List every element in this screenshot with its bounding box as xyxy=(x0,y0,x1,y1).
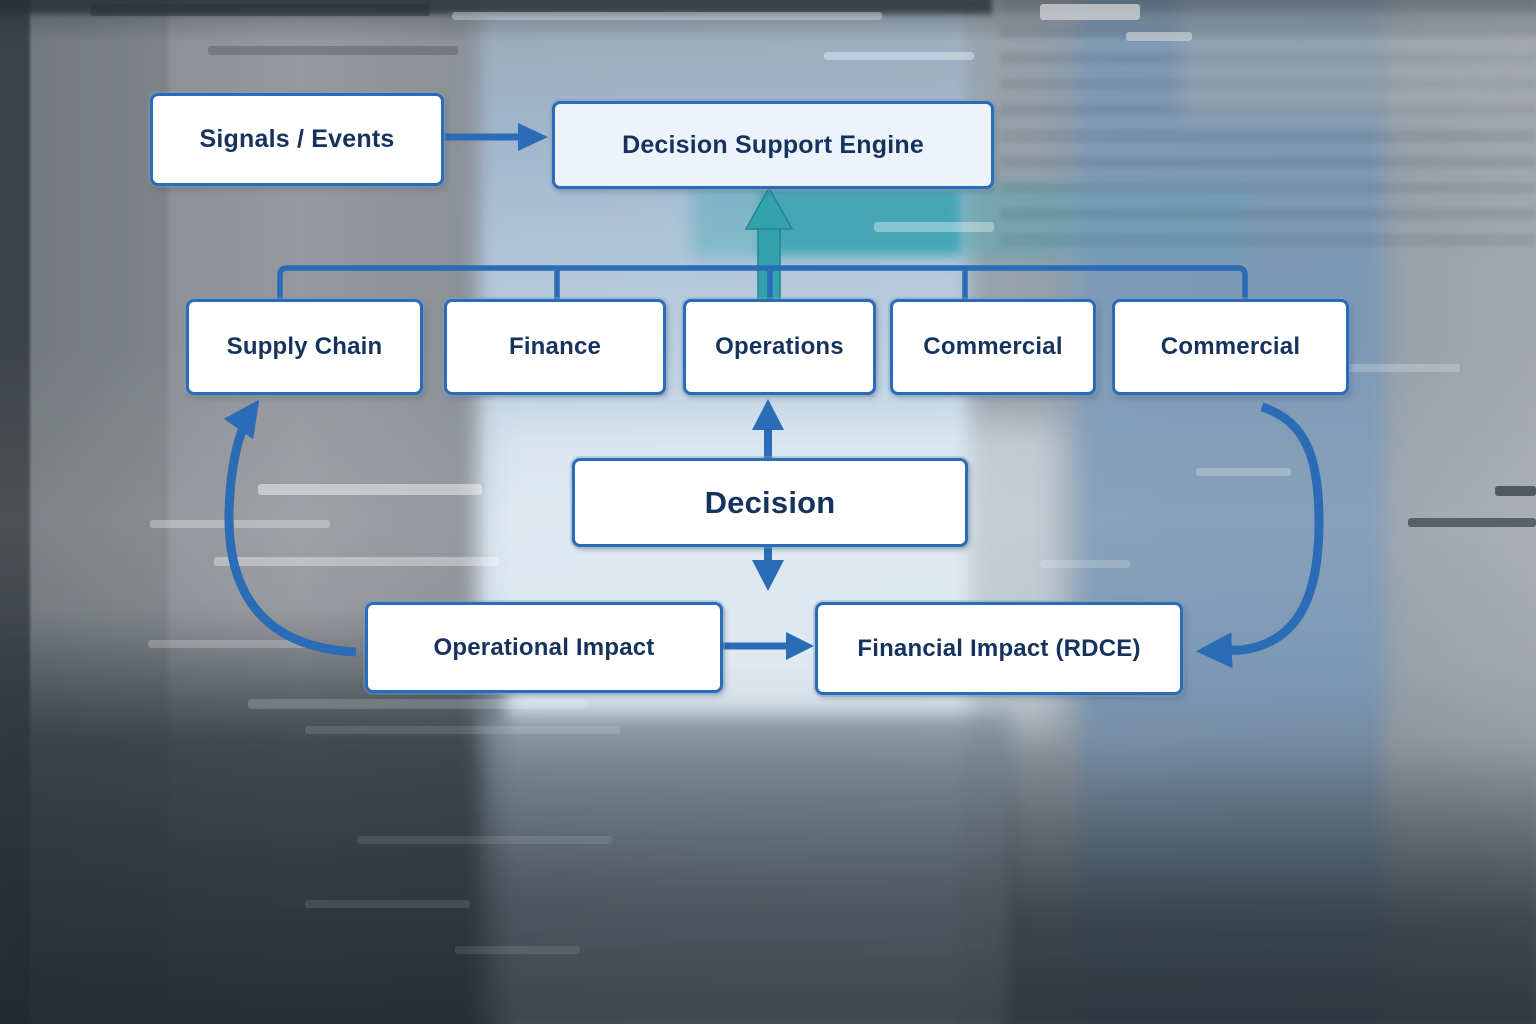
decision-support-engine-label: Decision Support Engine xyxy=(622,130,924,159)
operations-label: Operations xyxy=(715,333,844,360)
operations-node: Operations xyxy=(683,299,876,395)
signals-events-label: Signals / Events xyxy=(199,125,395,153)
supply-chain-node: Supply Chain xyxy=(186,299,423,395)
decision-support-engine-node: Decision Support Engine xyxy=(552,101,994,189)
decision-label: Decision xyxy=(704,484,836,520)
commercial-label-2: Commercial xyxy=(1160,333,1301,360)
financial-impact-node: Financial Impact (RDCE) xyxy=(815,602,1183,695)
commercial-node-2: Commercial xyxy=(1112,299,1349,395)
finance-label: Finance xyxy=(508,333,602,360)
operational-impact-label: Operational Impact xyxy=(433,633,655,661)
decision-node: Decision xyxy=(572,458,968,547)
commercial-label-1: Commercial xyxy=(923,333,1063,360)
financial-impact-label: Financial Impact (RDCE) xyxy=(857,634,1141,662)
operational-impact-node: Operational Impact xyxy=(365,602,723,693)
commercial-node-1: Commercial xyxy=(890,299,1096,395)
signals-events-node: Signals / Events xyxy=(150,93,444,186)
finance-node: Finance xyxy=(444,299,666,395)
supply-chain-label: Supply Chain xyxy=(226,333,383,360)
